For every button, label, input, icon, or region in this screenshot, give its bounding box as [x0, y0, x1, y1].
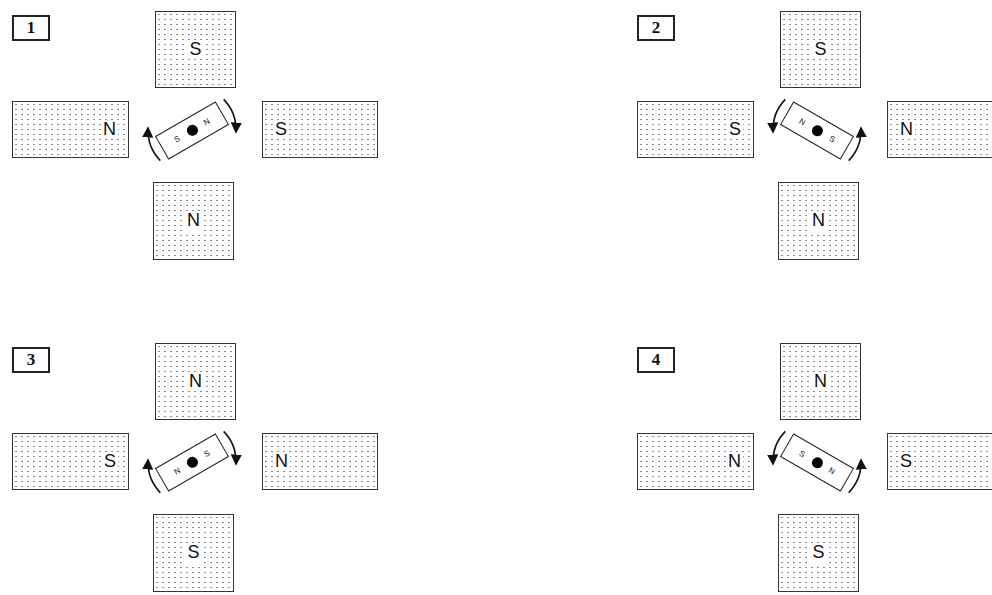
- panel-number-box: 3: [12, 347, 50, 373]
- pole-label: N: [812, 372, 829, 392]
- bar-magnet: N: [778, 182, 859, 260]
- bar-magnet: N: [153, 182, 234, 260]
- panel-number: 1: [27, 18, 36, 38]
- pole-label: N: [187, 372, 204, 392]
- pivot-dot: [184, 122, 199, 137]
- pole-label: N: [185, 211, 202, 231]
- rotor-pole-label: N: [798, 117, 807, 127]
- rotor-pole-label: S: [828, 134, 837, 144]
- rotor-pole-label: N: [173, 466, 182, 476]
- pole-label: S: [102, 452, 118, 472]
- rotor-magnet: NS: [155, 433, 229, 491]
- pole-label: S: [273, 120, 289, 140]
- bar-magnet: N: [780, 343, 861, 420]
- bar-magnet: N: [262, 433, 378, 490]
- bar-magnet: N: [637, 433, 754, 490]
- pole-label: S: [185, 543, 201, 563]
- pole-label: N: [273, 452, 290, 472]
- rotor-magnet: SN: [780, 433, 854, 491]
- rotor-magnet: SN: [155, 101, 229, 159]
- pole-label: S: [812, 40, 828, 60]
- panel-number: 4: [652, 350, 661, 370]
- bar-magnet: N: [155, 343, 236, 420]
- pole-label: N: [810, 211, 827, 231]
- pole-label: S: [810, 543, 826, 563]
- bar-magnet: S: [778, 514, 859, 592]
- rotor-pole-label: S: [173, 134, 182, 144]
- rotor-magnet: NS: [780, 101, 854, 159]
- pole-label: N: [726, 452, 743, 472]
- bar-magnet: S: [153, 514, 234, 592]
- bar-magnet: S: [262, 101, 378, 158]
- pivot-dot: [809, 122, 824, 137]
- bar-magnet: S: [637, 101, 754, 158]
- panel-number-box: 2: [637, 15, 675, 41]
- pole-label: S: [727, 120, 743, 140]
- panel-number: 3: [27, 350, 36, 370]
- rotor-pole-label: N: [202, 117, 211, 127]
- bar-magnet: S: [12, 433, 129, 490]
- rotor-pole-label: S: [798, 449, 807, 459]
- bar-magnet: N: [887, 101, 992, 158]
- pole-label: S: [898, 452, 914, 472]
- pole-label: N: [101, 120, 118, 140]
- panel-number-box: 4: [637, 347, 675, 373]
- bar-magnet: S: [780, 11, 861, 88]
- bar-magnet: S: [887, 433, 992, 490]
- rotor-pole-label: S: [203, 449, 212, 459]
- pole-label: S: [187, 40, 203, 60]
- panel-number-box: 1: [12, 15, 50, 41]
- bar-magnet: S: [155, 11, 236, 88]
- pivot-dot: [184, 454, 199, 469]
- bar-magnet: N: [12, 101, 129, 158]
- panel-number: 2: [652, 18, 661, 38]
- pole-label: N: [898, 120, 915, 140]
- pivot-dot: [809, 454, 824, 469]
- rotor-pole-label: N: [827, 466, 836, 476]
